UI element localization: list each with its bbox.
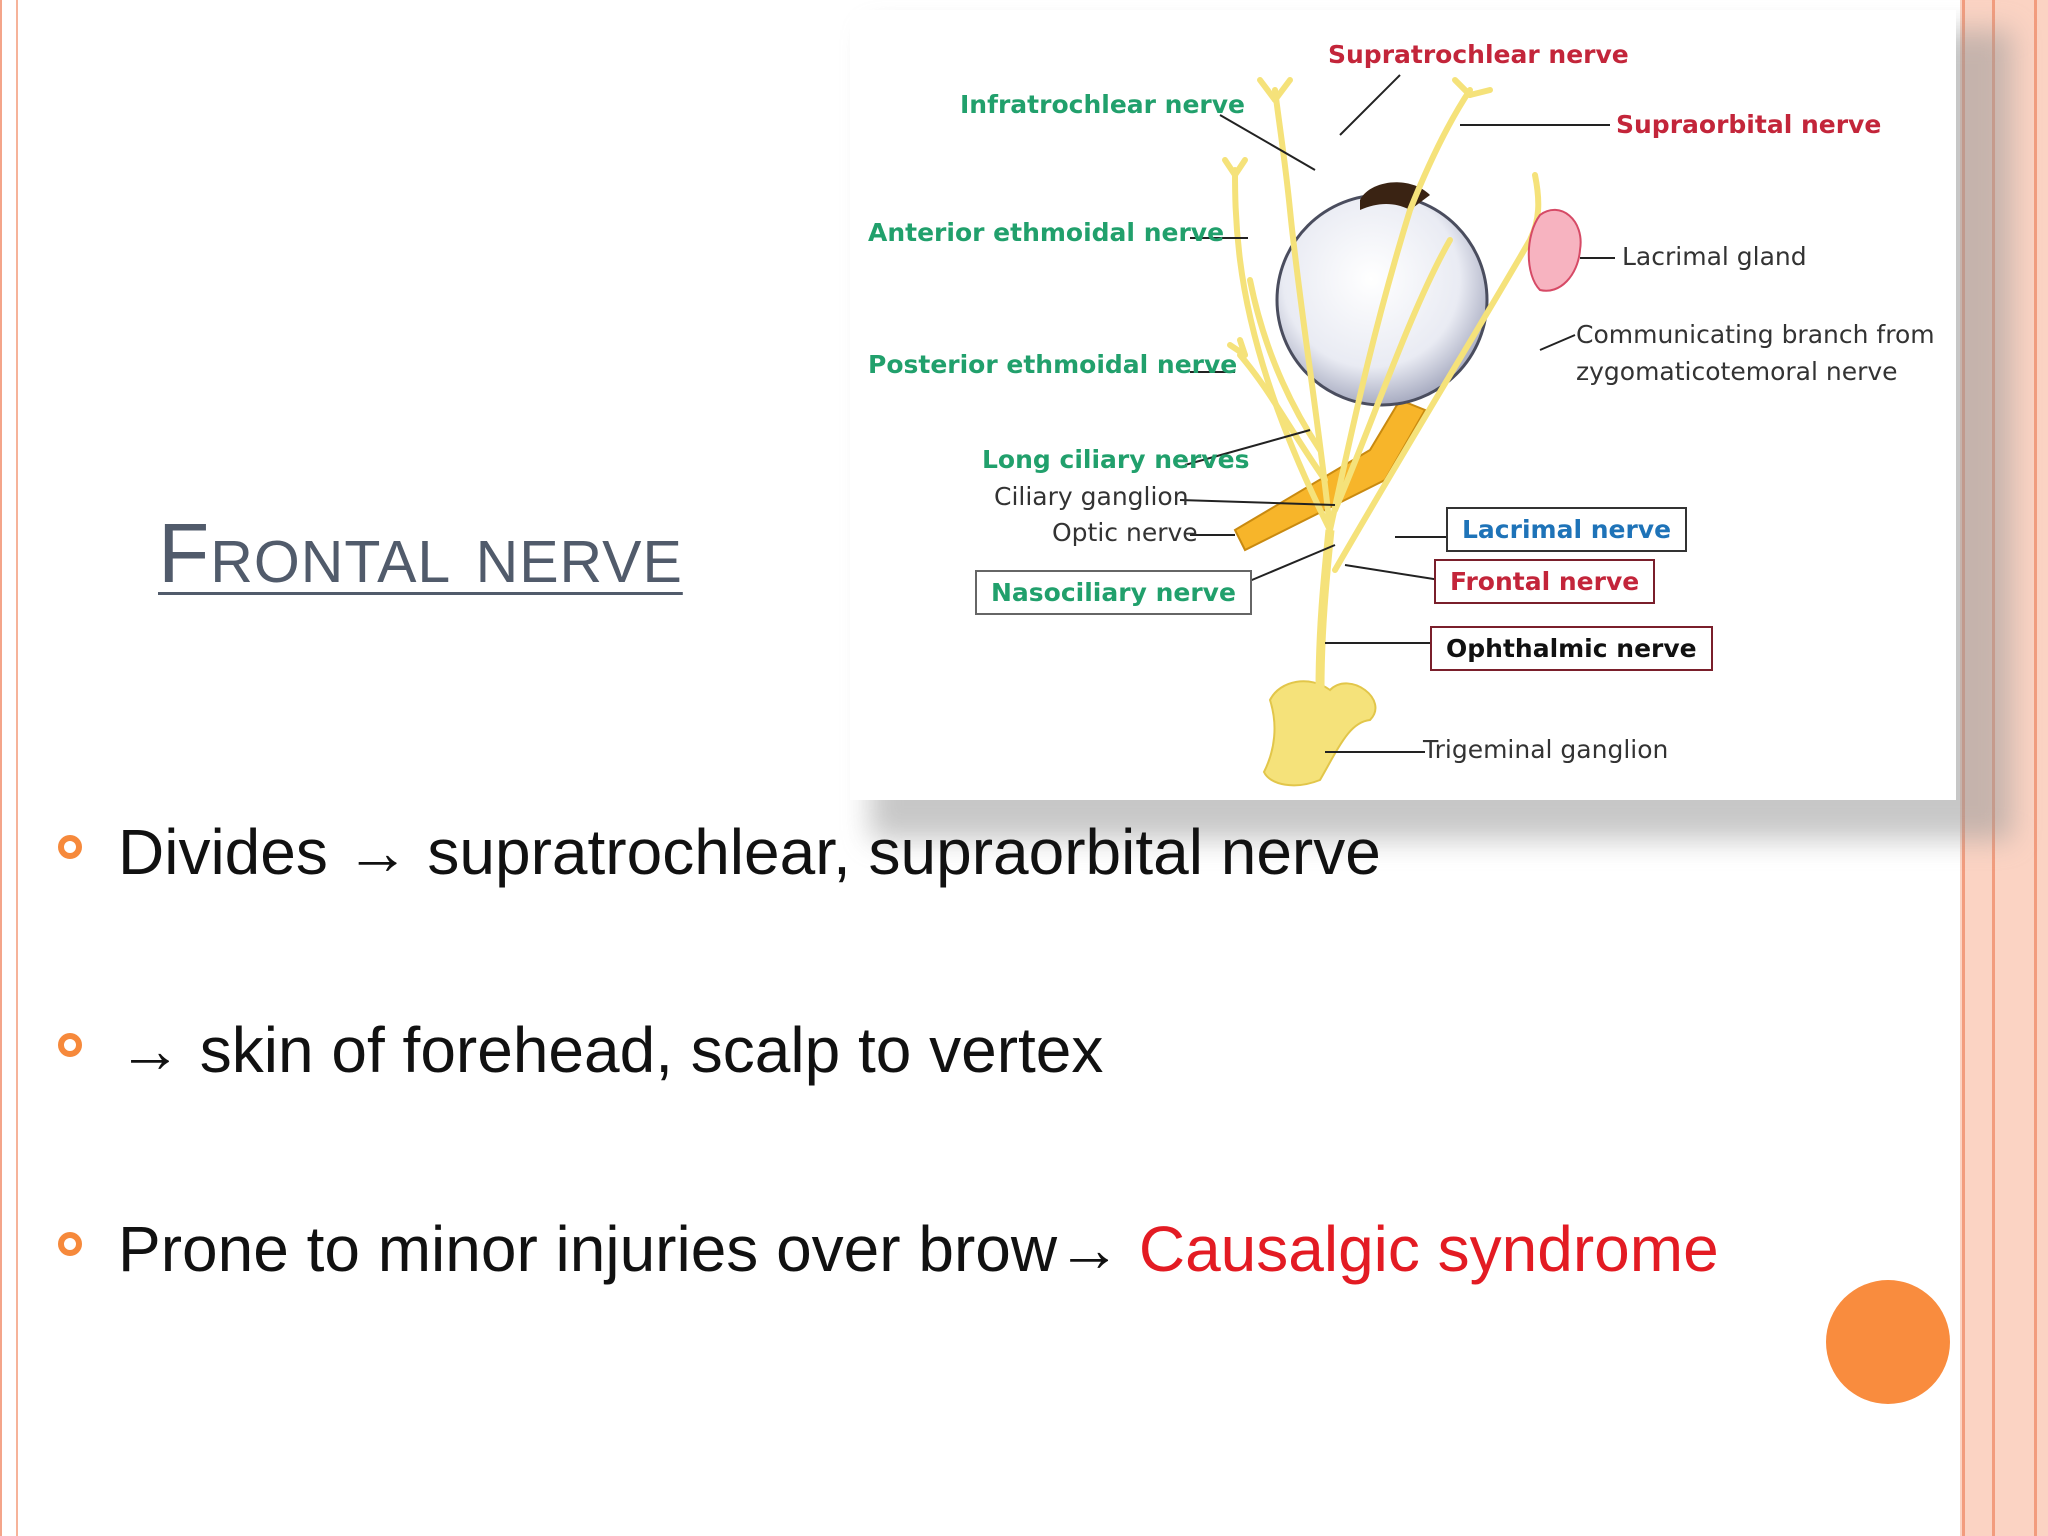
nerve-diagram: Supratrochlear nerve Infratrochlear nerv… <box>850 10 1956 800</box>
label-anterior-ethmoidal: Anterior ethmoidal nerve <box>868 218 1225 247</box>
bullet-marker-icon <box>58 835 82 859</box>
label-posterior-ethmoidal: Posterior ethmoidal nerve <box>868 350 1238 379</box>
frame-left-edge <box>0 0 2 1536</box>
label-frontal: Frontal nerve <box>1434 559 1656 604</box>
leader-lines <box>1179 74 1615 753</box>
ophthalmic-nerve-trunk <box>1315 529 1335 691</box>
lacrimal-gland-shape <box>1527 209 1582 292</box>
trigeminal-ganglion-shape <box>1262 680 1377 787</box>
bullet-highlight: Causalgic syndrome <box>1138 1213 1719 1285</box>
label-long-ciliary: Long ciliary nerves <box>982 445 1250 474</box>
label-supratrochlear: Supratrochlear nerve <box>1328 40 1629 69</box>
nerve-branches <box>1222 77 1542 573</box>
label-ophthalmic: Ophthalmic nerve <box>1430 626 1713 671</box>
frame-left-line <box>16 0 18 1536</box>
label-infratrochlear: Infratrochlear nerve <box>960 90 1246 119</box>
nerve-diagram-drawing <box>1179 74 1615 787</box>
label-supraorbital: Supraorbital nerve <box>1616 110 1882 139</box>
bullet-marker-icon <box>58 1232 82 1256</box>
bullet-text-row: Prone to minor injuries over brow→ Causa… <box>118 1212 1719 1286</box>
label-ciliary-ganglion: Ciliary ganglion <box>994 482 1189 511</box>
label-communicating-branch-2: zygomaticotemoral nerve <box>1576 357 1898 386</box>
frame-right-line <box>2034 0 2037 1536</box>
optic-nerve-shape <box>1233 398 1427 552</box>
label-communicating-branch-1: Communicating branch from <box>1576 320 1935 349</box>
label-nasociliary: Nasociliary nerve <box>975 570 1252 615</box>
bullet-text: Prone to minor injuries over brow→ <box>118 1213 1139 1285</box>
label-lacrimal-gland: Lacrimal gland <box>1622 242 1807 271</box>
label-trigeminal-ganglion: Trigeminal ganglion <box>1423 735 1669 764</box>
label-optic: Optic nerve <box>1052 518 1198 547</box>
bullet-text: Divides → supratrochlear, supraorbital n… <box>118 816 1381 888</box>
label-lacrimal-nerve: Lacrimal nerve <box>1446 507 1688 552</box>
accent-dot <box>1826 1280 1950 1404</box>
bullet-marker-icon <box>58 1033 82 1057</box>
bullet-text: → skin of forehead, scalp to vertex <box>118 1014 1104 1086</box>
slide-title: Frontal nerve <box>158 506 683 600</box>
